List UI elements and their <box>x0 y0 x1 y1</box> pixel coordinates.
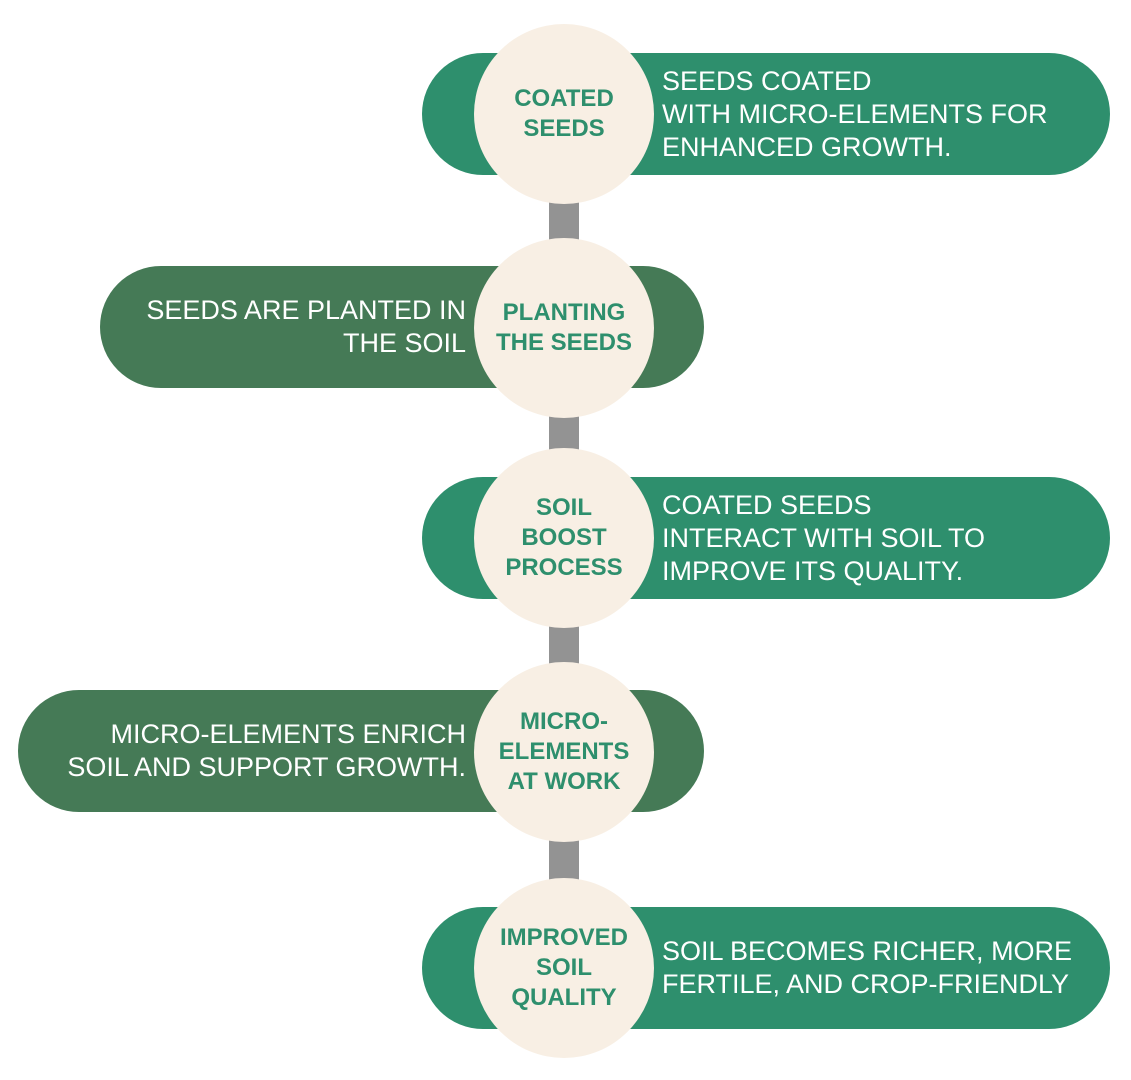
step-2-description: SEEDS ARE PLANTED IN THE SOIL <box>146 295 466 358</box>
step-2-title: PLANTING THE SEEDS <box>495 299 633 356</box>
step-3-description: COATED SEEDS INTERACT WITH SOIL TO IMPRO… <box>662 489 986 586</box>
step-5-description: SOIL BECOMES RICHER, MORE FERTILE, AND C… <box>662 936 1073 999</box>
connector-line-4 <box>549 836 579 886</box>
step-5-title: IMPROVED SOIL QUALITY <box>499 924 628 1011</box>
step-1-circle: COATED SEEDS <box>474 24 654 204</box>
step-4-title: MICRO- ELEMENTS AT WORK <box>498 708 630 795</box>
step-4-description: MICRO-ELEMENTS ENRICH SOIL AND SUPPORT G… <box>67 719 466 782</box>
step-3-circle: SOIL BOOST PROCESS <box>474 448 654 628</box>
step-5-circle: IMPROVED SOIL QUALITY <box>474 878 654 1058</box>
step-2-circle: PLANTING THE SEEDS <box>474 238 654 418</box>
step-4-circle: MICRO- ELEMENTS AT WORK <box>474 662 654 842</box>
step-1-description: SEEDS COATED WITH MICRO-ELEMENTS FOR ENH… <box>662 65 1048 162</box>
step-3-title: SOIL BOOST PROCESS <box>505 494 623 581</box>
step-1-title: COATED SEEDS <box>514 85 614 142</box>
